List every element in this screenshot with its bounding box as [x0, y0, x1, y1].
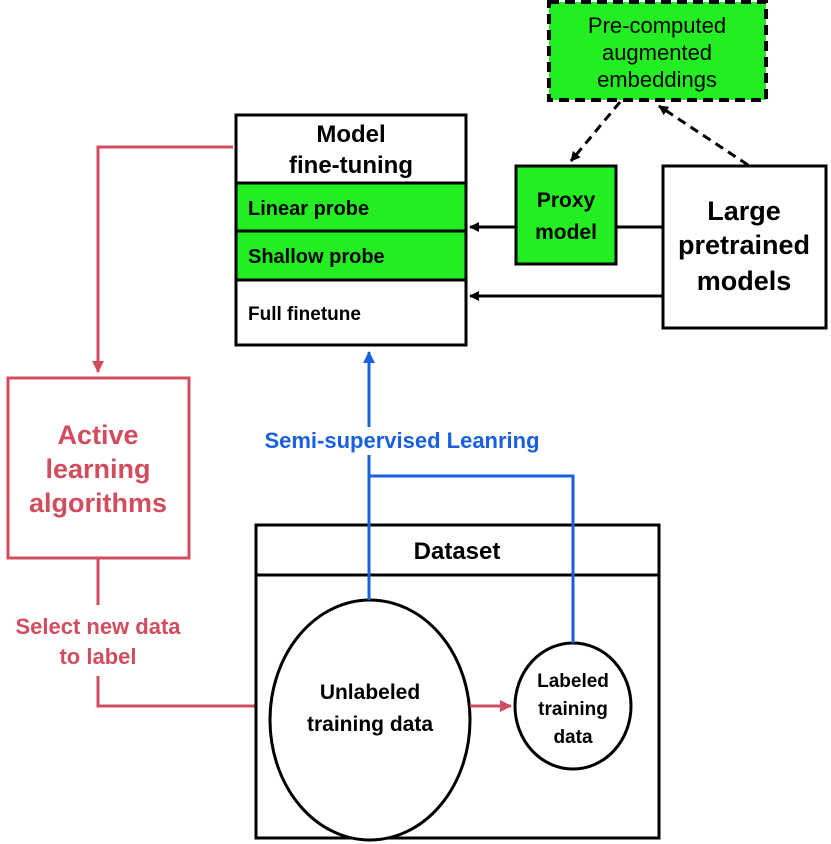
- linear-probe-label: Linear probe: [248, 198, 369, 220]
- pretrained-label-line1: Large: [707, 196, 781, 226]
- full-finetune-label: Full finetune: [248, 304, 361, 325]
- model-finetuning-box: Model fine-tuning Linear probe Shallow p…: [234, 113, 468, 347]
- select-data-line2: to label: [59, 644, 136, 669]
- active-learning-line2: learning: [45, 454, 150, 484]
- dataset-title: Dataset: [414, 538, 501, 565]
- proxy-label-line1: Proxy: [537, 189, 596, 212]
- unlabeled-data-node: Unlabeled training data: [268, 598, 472, 842]
- active-learning-line3: algorithms: [29, 488, 167, 518]
- active-learning-box: Active learning algorithms: [6, 376, 191, 560]
- semi-supervised-label-bg: [234, 427, 570, 455]
- finetuning-to-active-learning-arrow: [92, 145, 233, 373]
- unlabeled-label-line2: training data: [307, 713, 433, 736]
- shallow-probe-cell: [234, 229, 468, 282]
- proxy-label-line2: model: [535, 221, 597, 244]
- finetuning-title-line2: fine-tuning: [289, 152, 413, 179]
- pretrained-label-line3: models: [697, 266, 792, 296]
- labeled-label-line2: training: [538, 699, 608, 720]
- shallow-probe-label: Shallow probe: [248, 246, 385, 268]
- labeled-data-node: Labeled training data: [513, 641, 633, 771]
- unlabeled-label-line1: Unlabeled: [320, 681, 420, 704]
- precomputed-embeddings-box: Pre-computed augmented embeddings: [547, 0, 768, 102]
- select-to-unlabeled-arrow: [96, 676, 269, 712]
- precomputed-label-line1: Pre-computed: [588, 13, 726, 38]
- select-data-line1: Select new data: [15, 614, 181, 639]
- precomputed-label-line3: embeddings: [597, 67, 717, 92]
- semi-supervised-bracket-line: [367, 474, 575, 643]
- proxy-model-box: Proxy model: [514, 164, 618, 266]
- semi-supervised-label: Semi-supervised Leanring: [264, 428, 539, 453]
- labeled-label-line1: Labeled: [537, 671, 609, 692]
- precomputed-label-line2: augmented: [602, 40, 712, 65]
- finetuning-title-line1: Model: [316, 121, 385, 148]
- pretrained-to-embeddings-arrow: [658, 104, 749, 167]
- pretrained-label-line2: pretrained: [678, 230, 810, 260]
- labeled-label-line3: data: [553, 727, 593, 748]
- active-learning-line1: Active: [57, 420, 138, 450]
- embeddings-to-proxy-arrow: [569, 101, 622, 162]
- pretrained-models-box: Large pretrained models: [661, 164, 828, 330]
